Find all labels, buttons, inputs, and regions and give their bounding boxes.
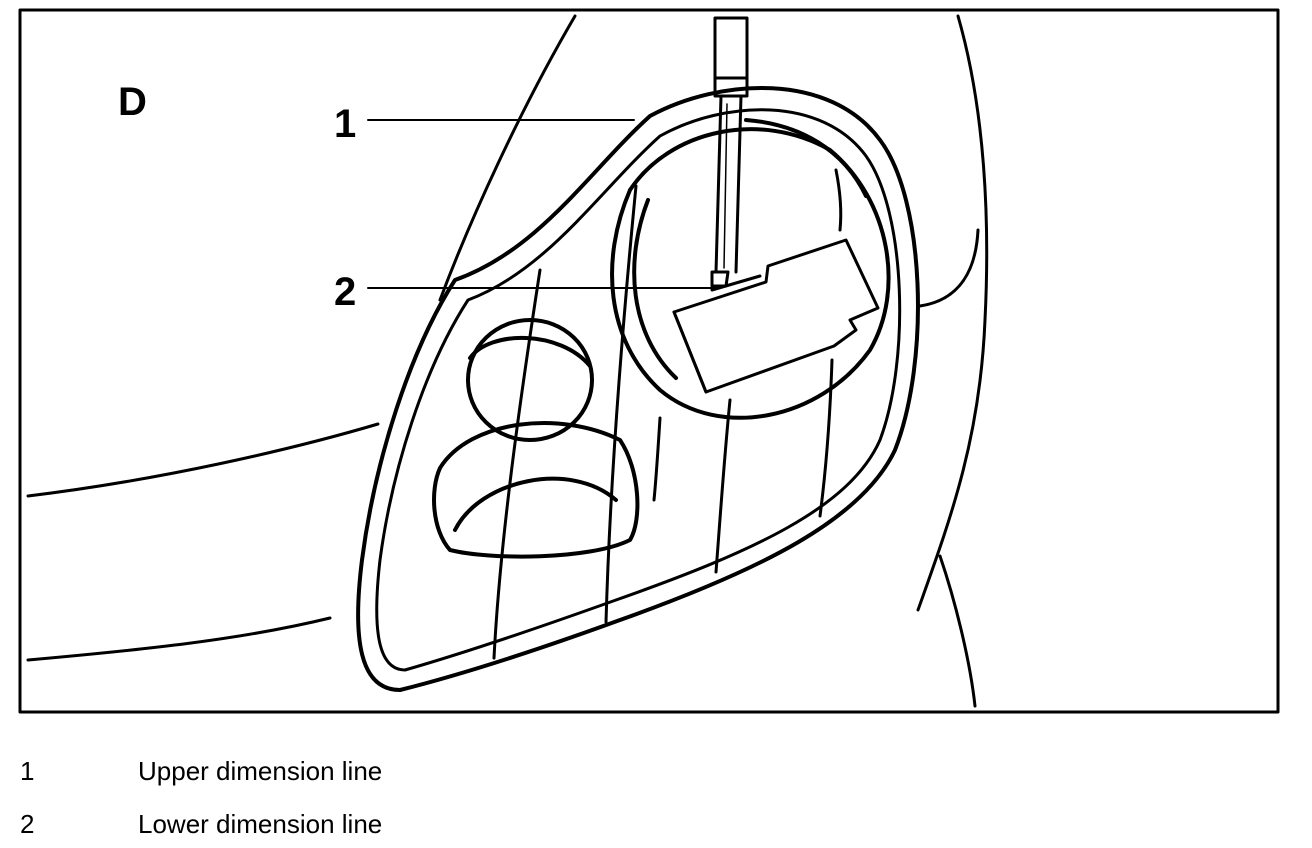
legend-text: Lower dimension line bbox=[138, 809, 383, 839]
small-round-lamp bbox=[466, 318, 594, 442]
view-letter: D bbox=[118, 80, 147, 124]
main-beam-reflector bbox=[610, 118, 891, 420]
tool-handle bbox=[713, 16, 749, 98]
low-beam-reflector bbox=[432, 421, 640, 559]
adjuster-box bbox=[672, 238, 880, 394]
legend-row: 2 Lower dimension line bbox=[0, 809, 1312, 839]
legend-text: Upper dimension line bbox=[138, 756, 383, 786]
headlight-housing bbox=[356, 85, 920, 692]
reflector-segment-lines bbox=[492, 168, 843, 660]
legend-number: 1 bbox=[20, 756, 35, 786]
callout-1: 1 bbox=[334, 102, 357, 146]
figure-frame bbox=[18, 8, 1280, 714]
legend-row: 1 Upper dimension line bbox=[0, 756, 1312, 786]
car-body-contours bbox=[26, 14, 989, 708]
legend-number: 2 bbox=[20, 809, 35, 839]
headlight-adjustment-diagram bbox=[18, 8, 1280, 714]
adjustment-tool bbox=[710, 16, 749, 288]
callout-2: 2 bbox=[334, 270, 357, 314]
